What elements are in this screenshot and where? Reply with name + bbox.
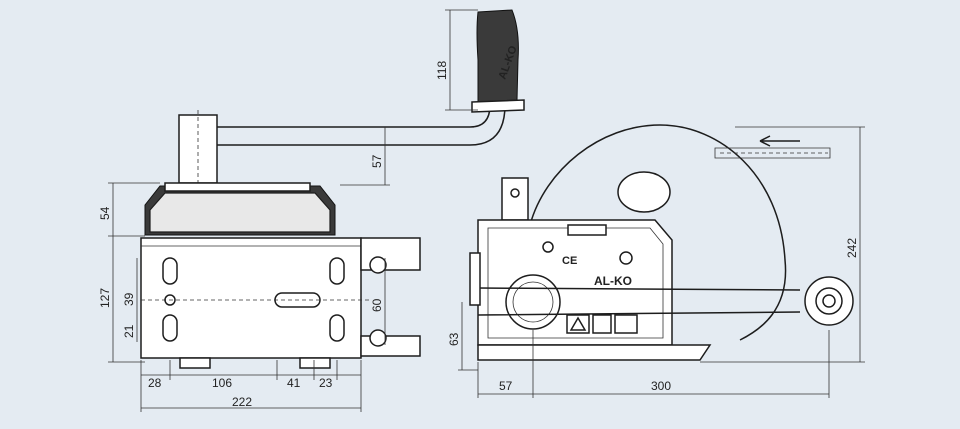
mount-slot-lower-right (329, 314, 345, 342)
mount-slot-upper-right (329, 257, 345, 285)
mount-slot-upper-left (162, 257, 178, 285)
dim-mid-39: 39 (122, 292, 136, 306)
dim-bottom-28: 28 (148, 376, 162, 390)
dim-crank-offset: 57 (370, 154, 384, 168)
plate-brand-label: AL-KO (594, 274, 632, 288)
dim-bottom-23: 23 (319, 376, 333, 390)
dim-total-width: 222 (232, 395, 252, 409)
dim-bottom-41: 41 (287, 376, 301, 390)
dim-overall-height: 242 (845, 238, 859, 258)
book-icon (614, 314, 638, 334)
dim-axis-height: 63 (447, 332, 461, 346)
rope-strap (714, 135, 831, 159)
mount-slot-center (274, 292, 321, 308)
front-view: CE AL-KO (469, 124, 854, 361)
dim-axis-offset: 57 (499, 379, 513, 393)
manual-icon (592, 314, 612, 334)
dim-center-60: 60 (370, 298, 384, 312)
dim-body-height: 127 (98, 288, 112, 308)
dim-strap-length: 300 (651, 379, 671, 393)
drum-window (617, 171, 671, 213)
drum-hub (505, 274, 561, 330)
base-body (140, 237, 362, 359)
dim-low-21: 21 (122, 324, 136, 338)
screw-top (542, 241, 554, 253)
base-plate (477, 344, 712, 361)
dim-top-height: 54 (98, 206, 112, 220)
side-view: AL-KO (140, 9, 525, 369)
strap-line (477, 287, 801, 316)
ratchet-lever (501, 177, 529, 221)
dimension-lines: 118 57 54 127 39 21 60 28 106 41 23 222 (98, 9, 865, 412)
mount-slot-lower-left (162, 314, 178, 342)
dim-bottom-106: 106 (212, 376, 232, 390)
handle-grip: AL-KO (471, 9, 525, 113)
mount-hole-left (164, 294, 176, 306)
dim-handle-height: 118 (435, 61, 449, 80)
crank-arm (217, 15, 506, 146)
hook-pulley (804, 276, 854, 326)
ce-mark: CE (562, 255, 577, 267)
